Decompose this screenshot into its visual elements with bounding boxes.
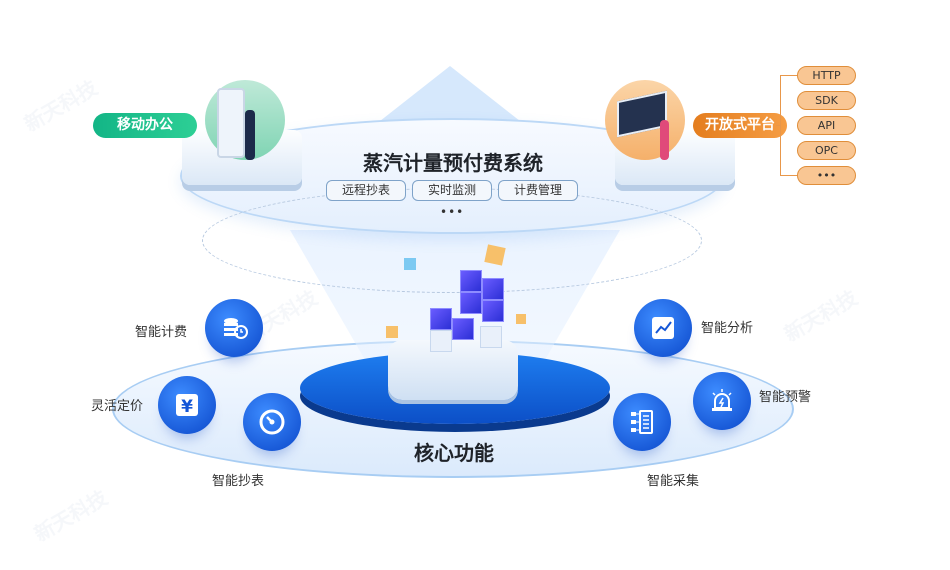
mobile-illustration — [205, 80, 285, 160]
watermark: 新天科技 — [780, 285, 862, 347]
collection-icon — [613, 393, 671, 451]
feature-label-warning: 智能预警 — [759, 390, 812, 405]
feature-label-analysis: 智能分析 — [701, 321, 754, 336]
orange-cube-icon — [386, 326, 398, 338]
watermark: 新天科技 — [30, 485, 112, 547]
more-dots: ••• — [440, 205, 465, 219]
core-title: 核心功能 — [414, 441, 494, 465]
watermark: 新天科技 — [20, 75, 102, 137]
data-cubes-graphic — [420, 260, 510, 355]
tag-realtime-monitoring: 实时监测 — [412, 180, 492, 201]
gauge-icon — [243, 393, 301, 451]
bracket-connector — [776, 125, 781, 126]
alarm-icon — [693, 372, 751, 430]
protocol-http: HTTP — [797, 66, 856, 85]
blue-cube-icon — [404, 258, 416, 270]
mobile-office-label: 移动办公 — [93, 113, 197, 138]
protocol-opc: OPC — [797, 141, 856, 160]
orange-cube-icon — [484, 244, 506, 266]
yen-icon: ¥ — [158, 376, 216, 434]
svg-text:¥: ¥ — [181, 397, 193, 417]
orange-cube-icon — [516, 314, 526, 324]
protocol-sdk: SDK — [797, 91, 856, 110]
open-platform-illustration — [605, 80, 685, 160]
protocol-more: ••• — [797, 166, 856, 185]
open-platform-label: 开放式平台 — [693, 113, 787, 138]
feature-label-reading: 智能抄表 — [212, 474, 265, 489]
tag-billing-management: 计费管理 — [498, 180, 578, 201]
protocol-api: API — [797, 116, 856, 135]
protocol-bracket — [780, 75, 797, 176]
system-title: 蒸汽计量预付费系统 — [363, 151, 543, 175]
cube-pedestal — [388, 340, 518, 400]
feature-label-pricing: 灵活定价 — [91, 399, 144, 414]
chart-icon — [634, 299, 692, 357]
feature-label-billing: 智能计费 — [135, 325, 188, 340]
coins-clock-icon — [205, 299, 263, 357]
feature-label-collection: 智能采集 — [647, 474, 700, 489]
tag-remote-reading: 远程抄表 — [326, 180, 406, 201]
